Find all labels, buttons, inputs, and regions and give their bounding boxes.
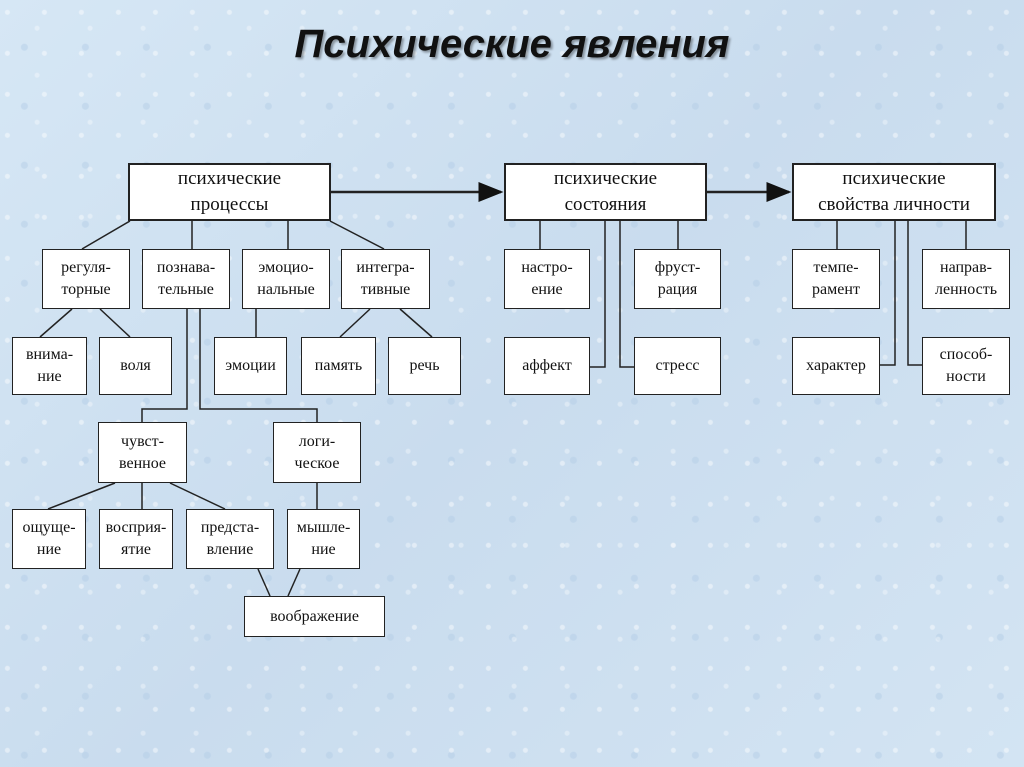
node-affect: аффект — [504, 337, 590, 395]
page-title: Психические явления — [294, 22, 730, 66]
node-memory: память — [301, 337, 376, 395]
node-thinking: мышле- ние — [287, 509, 360, 569]
link-states-stress — [619, 221, 634, 368]
node-logical: логи- ческое — [273, 422, 361, 483]
node-will: воля — [99, 337, 172, 395]
node-stress: стресс — [634, 337, 721, 395]
link-properties-character — [880, 221, 896, 366]
node-mental-states: психические состояния — [504, 163, 707, 221]
link-sensory-representation — [169, 482, 226, 510]
node-attention: внима- ние — [12, 337, 87, 395]
node-temperament: темпе- рамент — [792, 249, 880, 309]
link-processes-regulatory — [81, 220, 131, 250]
node-abilities: способ- ности — [922, 337, 1010, 395]
node-representation: предста- вление — [186, 509, 274, 569]
link-processes-integrative — [329, 220, 385, 250]
node-mood: настро- ение — [504, 249, 590, 309]
node-perception: восприя- ятие — [99, 509, 173, 569]
link-states-affect — [590, 221, 606, 368]
node-mental-processes: психические процессы — [128, 163, 331, 221]
node-speech: речь — [388, 337, 461, 395]
node-sensation: ощуще- ние — [12, 509, 86, 569]
node-character: характер — [792, 337, 880, 395]
node-integrative: интегра- тивные — [341, 249, 430, 309]
link-cognitive-logical — [199, 309, 318, 422]
link-sensory-sensation — [47, 482, 116, 510]
link-integrative-memory — [339, 308, 371, 338]
link-integrative-speech — [399, 308, 433, 338]
link-thinking-imagination — [287, 568, 301, 597]
node-emotional: эмоцио- нальные — [242, 249, 330, 309]
node-orientation: направ- ленность — [922, 249, 1010, 309]
link-cognitive-sensory — [141, 309, 188, 422]
node-sensory: чувст- венное — [98, 422, 187, 483]
node-emotions: эмоции — [214, 337, 287, 395]
node-cognitive: познава- тельные — [142, 249, 230, 309]
node-imagination: воображение — [244, 596, 385, 637]
link-regulatory-attention — [39, 308, 73, 338]
link-properties-abilities — [907, 221, 922, 366]
node-frustration: фруст- рация — [634, 249, 721, 309]
link-representation-imagination — [257, 568, 271, 597]
node-regulatory: регуля- торные — [42, 249, 130, 309]
link-regulatory-will — [99, 308, 131, 338]
node-personality-properties: психические свойства личности — [792, 163, 996, 221]
